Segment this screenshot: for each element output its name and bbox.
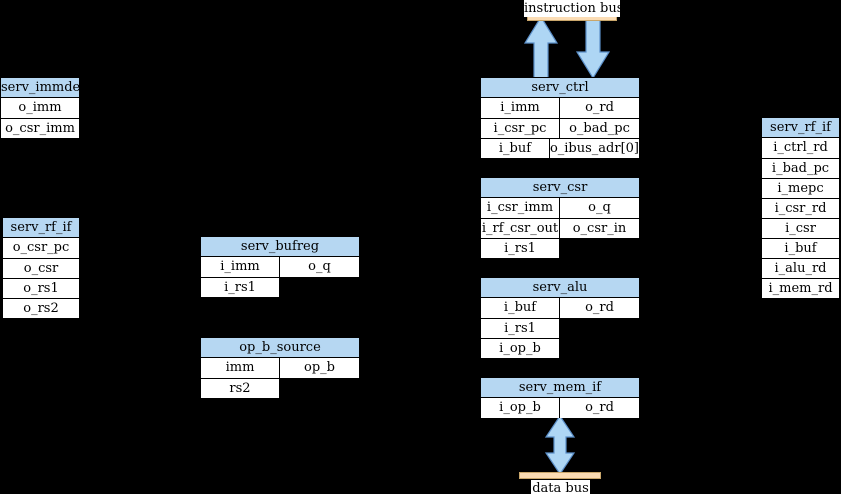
port-i-alu-rd: i_alu_rd	[762, 258, 839, 278]
port-i-rs1: i_rs1	[201, 277, 280, 297]
module-title-serv-rf-if-right: serv_rf_if	[762, 118, 839, 138]
port-o-csr-pc: o_csr_pc	[3, 238, 79, 258]
module-op-b-source[interactable]: op_b_source imm op_b rs2	[200, 337, 360, 398]
module-title-serv-immdec: serv_immdec	[1, 78, 88, 98]
port-o-csr-imm: o_csr_imm	[1, 118, 79, 138]
port-row: o_rs1	[3, 278, 79, 298]
port-row: i_alu_rd	[762, 258, 839, 278]
port-i-mepc: i_mepc	[762, 178, 839, 198]
port-row: i_csr_pc o_bad_pc	[481, 118, 639, 138]
port-o-csr-in: o_csr_in	[560, 218, 639, 238]
port-row: i_mem_rd	[762, 278, 839, 298]
module-title-serv-csr: serv_csr	[481, 178, 639, 198]
port-row: i_imm o_q	[201, 257, 359, 277]
port-row: i_rs1	[201, 277, 359, 297]
port-i-op-b: i_op_b	[481, 338, 560, 358]
port-rs2: rs2	[201, 378, 280, 398]
port-row: i_rs1	[481, 238, 639, 258]
port-row: i_op_b	[481, 338, 639, 358]
port-o-bad-pc: o_bad_pc	[560, 118, 639, 138]
module-title-serv-alu: serv_alu	[481, 278, 639, 298]
port-row: i_ctrl_rd	[762, 138, 839, 158]
port-i-csr-imm: i_csr_imm	[481, 198, 560, 218]
port-row: o_rs2	[3, 298, 79, 318]
port-o-rd: o_rd	[560, 398, 639, 418]
data-bus-arrow	[544, 414, 576, 476]
port-row: imm op_b	[201, 358, 359, 378]
port-o-rd: o_rd	[560, 98, 639, 118]
module-serv-mem-if[interactable]: serv_mem_if i_op_b o_rd	[480, 377, 640, 418]
port-empty	[560, 238, 639, 258]
instruction-bus-label: instruction bus	[524, 0, 624, 17]
module-serv-alu[interactable]: serv_alu i_buf o_rd i_rs1 i_op_b	[480, 277, 640, 358]
port-row: i_mepc	[762, 178, 839, 198]
port-o-rd: o_rd	[560, 298, 639, 318]
port-i-ctrl-rd: i_ctrl_rd	[762, 138, 839, 158]
port-o-q: o_q	[560, 198, 639, 218]
module-serv-csr[interactable]: serv_csr i_csr_imm o_q i_rf_csr_out o_cs…	[480, 177, 640, 258]
port-row: rs2	[201, 378, 359, 398]
port-o-rs2: o_rs2	[3, 298, 79, 318]
port-o-q: o_q	[280, 257, 359, 277]
port-i-rf-csr-out: i_rf_csr_out	[481, 218, 560, 238]
port-row: i_rs1	[481, 318, 639, 338]
port-row: o_imm	[1, 98, 79, 118]
module-serv-rf-if-left[interactable]: serv_rf_if o_csr_pc o_csr o_rs1 o_rs2	[2, 217, 80, 318]
port-row: i_csr	[762, 218, 839, 238]
port-row: o_csr	[3, 258, 79, 278]
port-o-rs1: o_rs1	[3, 278, 79, 298]
module-title-op-b-source: op_b_source	[201, 338, 359, 358]
port-row: i_buf o_ibus_adr[0]	[481, 138, 639, 158]
module-title-serv-bufreg: serv_bufreg	[201, 237, 359, 257]
data-bus-bar	[519, 472, 601, 479]
port-row: i_csr_rd	[762, 198, 839, 218]
data-bus-label: data bus	[531, 480, 590, 494]
module-serv-immdec[interactable]: serv_immdec o_imm o_csr_imm	[0, 77, 88, 138]
port-row: i_imm o_rd	[481, 98, 639, 118]
module-title-serv-rf-if-left: serv_rf_if	[3, 218, 79, 238]
port-row: i_rf_csr_out o_csr_in	[481, 218, 639, 238]
port-i-buf: i_buf	[762, 238, 839, 258]
port-i-mem-rd: i_mem_rd	[762, 278, 839, 298]
port-row: i_op_b o_rd	[481, 398, 639, 418]
port-i-bad-pc: i_bad_pc	[762, 158, 839, 178]
instruction-bus-read-arrow	[523, 15, 559, 79]
port-row: o_csr_imm	[1, 118, 79, 138]
port-row: i_bad_pc	[762, 158, 839, 178]
port-imm: imm	[201, 358, 280, 378]
instruction-bus-fetch-arrow	[575, 16, 611, 80]
port-i-imm: i_imm	[481, 98, 560, 118]
port-o-ibus-adr: o_ibus_adr[0]	[549, 138, 639, 158]
module-serv-bufreg[interactable]: serv_bufreg i_imm o_q i_rs1	[200, 236, 360, 297]
port-i-csr-rd: i_csr_rd	[762, 198, 839, 218]
port-o-imm: o_imm	[1, 98, 79, 118]
port-row: i_csr_imm o_q	[481, 198, 639, 218]
module-title-serv-ctrl: serv_ctrl	[481, 78, 639, 98]
port-i-imm: i_imm	[201, 257, 280, 277]
port-row: i_buf	[762, 238, 839, 258]
port-i-csr: i_csr	[762, 218, 839, 238]
module-serv-ctrl[interactable]: serv_ctrl i_imm o_rd i_csr_pc o_bad_pc i…	[480, 77, 640, 158]
port-row: i_buf o_rd	[481, 298, 639, 318]
port-row: o_csr_pc	[3, 238, 79, 258]
port-op-b: op_b	[280, 358, 359, 378]
module-serv-rf-if-right[interactable]: serv_rf_if i_ctrl_rd i_bad_pc i_mepc i_c…	[761, 117, 840, 298]
port-i-buf: i_buf	[481, 298, 560, 318]
port-empty	[560, 318, 639, 338]
port-empty	[280, 277, 359, 297]
port-i-csr-pc: i_csr_pc	[481, 118, 560, 138]
port-i-rs1: i_rs1	[481, 318, 560, 338]
port-i-op-b: i_op_b	[481, 398, 560, 418]
module-title-serv-mem-if: serv_mem_if	[481, 378, 639, 398]
port-empty	[280, 378, 359, 398]
port-i-buf: i_buf	[481, 138, 550, 158]
port-i-rs1: i_rs1	[481, 238, 560, 258]
port-o-csr: o_csr	[3, 258, 79, 278]
port-empty	[560, 338, 639, 358]
